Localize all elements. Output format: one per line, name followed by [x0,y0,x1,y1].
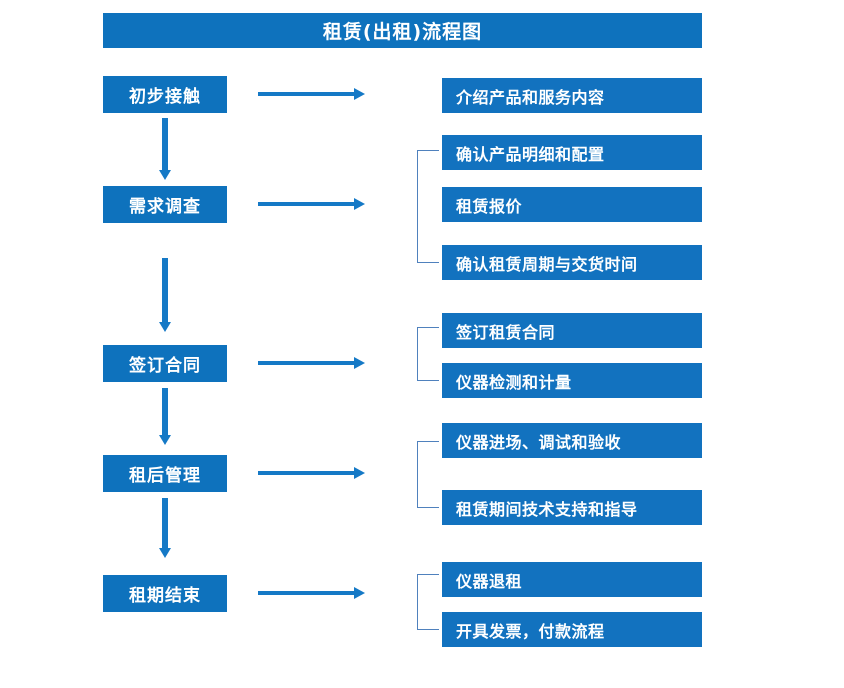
detail-box-technical-support: 租赁期间技术支持和指导 [442,490,702,525]
detail-box-confirm-period-delivery: 确认租赁周期与交货时间 [442,245,702,280]
detail-box-instrument-return: 仪器退租 [442,562,702,597]
stage-box-needs-survey: 需求调查 [103,186,227,223]
arrow-head [159,322,171,332]
flow-arrow-lease-end [258,587,365,599]
arrow-head [354,357,365,369]
arrow-shaft [162,388,168,435]
arrow-head [159,435,171,445]
arrow-survey-to-contract [159,258,171,332]
detail-box-sign-rental-contract: 签订租赁合同 [442,313,702,348]
stage-box-post-rental-management: 租后管理 [103,455,227,492]
bracket-lease-end [417,574,439,630]
detail-box-invoice-payment: 开具发票，付款流程 [442,612,702,647]
stage-box-initial-contact: 初步接触 [103,76,227,113]
detail-box-rental-quote: 租赁报价 [442,187,702,222]
flow-arrow-initial-contact [258,88,365,100]
detail-box-instrument-inspection: 仪器检测和计量 [442,363,702,398]
arrow-shaft [162,258,168,322]
arrow-management-to-end [159,498,171,558]
arrow-shaft [258,361,355,365]
arrow-head [354,587,365,599]
detail-box-confirm-product-spec: 确认产品明细和配置 [442,135,702,170]
arrow-head [159,548,171,558]
bracket-sign-contract [417,327,439,381]
arrow-head [159,170,171,180]
arrow-contract-to-management [159,388,171,445]
arrow-shaft [162,118,168,170]
arrow-shaft [258,92,355,96]
arrow-shaft [258,591,355,595]
bracket-needs-survey [417,150,439,263]
detail-box-introduce-products: 介绍产品和服务内容 [442,78,702,113]
flow-arrow-needs-survey [258,198,365,210]
arrow-head [354,467,365,479]
stage-box-lease-end: 租期结束 [103,575,227,612]
arrow-head [354,198,365,210]
arrow-head [354,88,365,100]
arrow-shaft [258,471,355,475]
arrow-shaft [162,498,168,548]
arrow-shaft [258,202,355,206]
arrow-contact-to-survey [159,118,171,180]
page-title: 租赁(出租)流程图 [103,13,702,48]
flow-arrow-sign-contract [258,357,365,369]
bracket-post-rental-management [417,441,439,508]
stage-box-sign-contract: 签订合同 [103,345,227,382]
detail-box-instrument-installation: 仪器进场、调试和验收 [442,423,702,458]
flow-arrow-post-rental-management [258,467,365,479]
